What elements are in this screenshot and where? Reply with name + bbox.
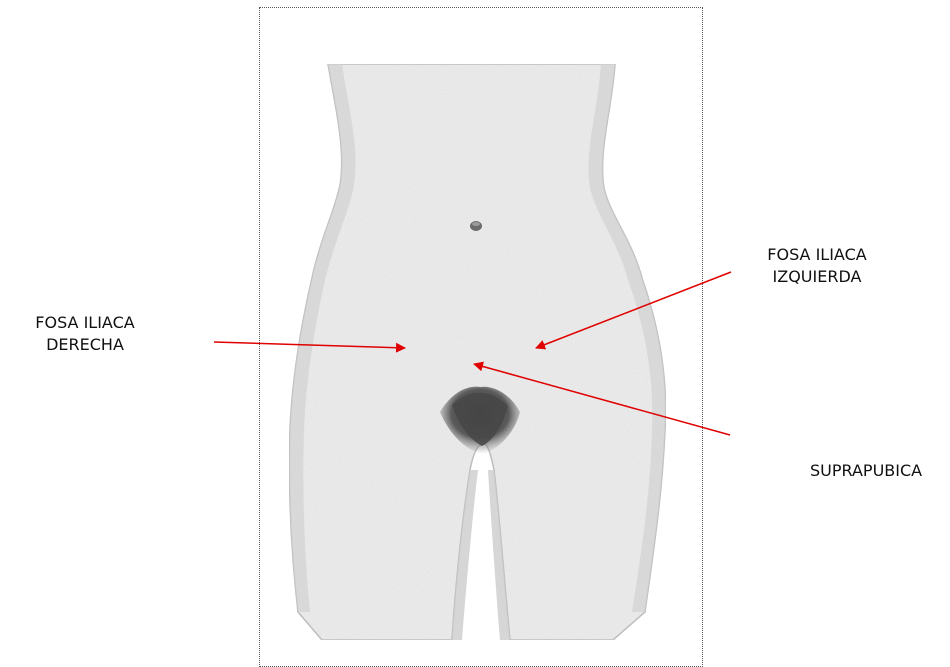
label-right-iliac-fossa-line1: FOSA ILIACA — [10, 312, 160, 334]
arrow-suprapubic — [474, 364, 730, 435]
label-left-iliac-fossa-line2: IZQUIERDA — [752, 266, 882, 288]
label-right-iliac-fossa: FOSA ILIACA DERECHA — [10, 312, 160, 356]
label-left-iliac-fossa: FOSA ILIACA IZQUIERDA — [752, 244, 882, 288]
label-right-iliac-fossa-line2: DERECHA — [10, 334, 160, 356]
label-left-iliac-fossa-line1: FOSA ILIACA — [752, 244, 882, 266]
arrow-left-iliac-fossa — [536, 272, 731, 348]
arrow-right-iliac-fossa — [214, 342, 405, 348]
label-suprapubic: SUPRAPUBICA — [810, 460, 950, 482]
